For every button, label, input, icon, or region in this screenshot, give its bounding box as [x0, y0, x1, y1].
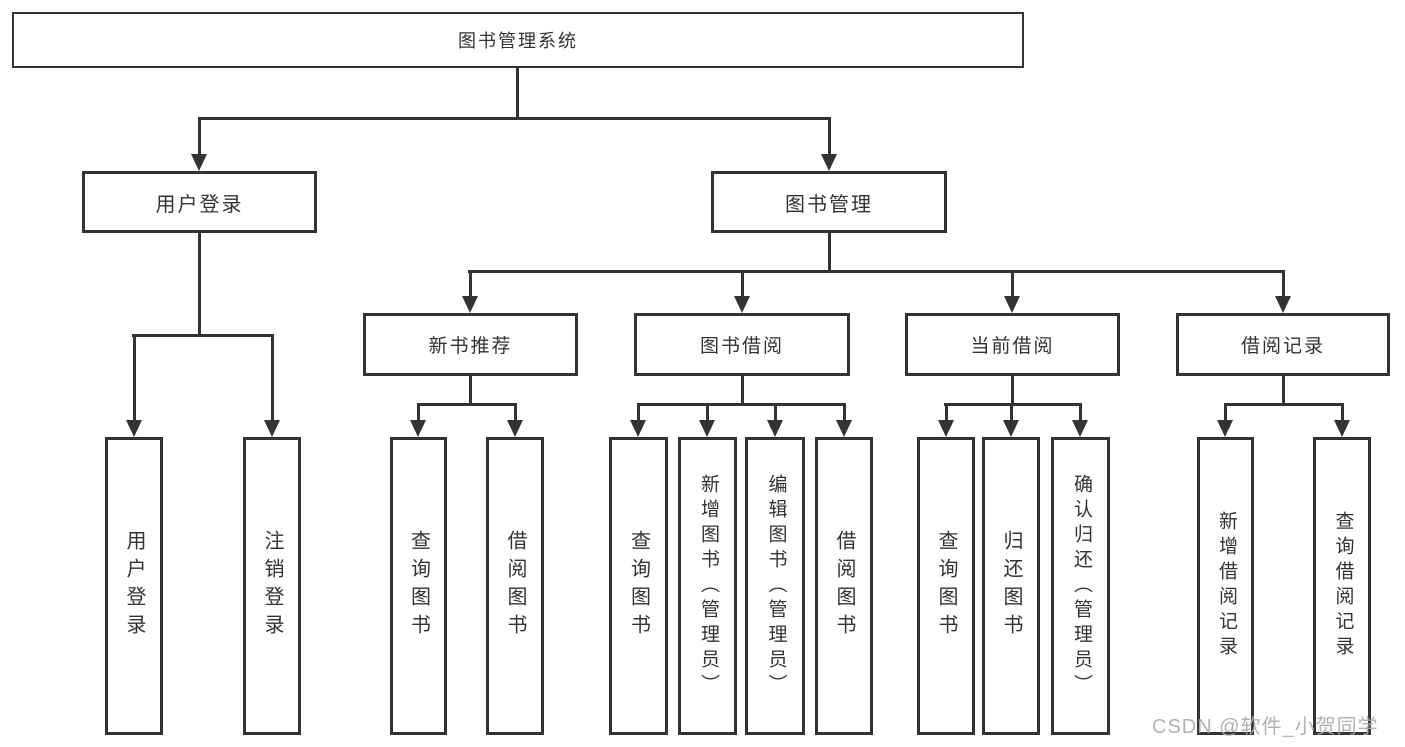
connector-cb-leaf2: [1009, 403, 1013, 424]
leaf-query-borrow-record: 查询借阅记录: [1313, 437, 1371, 735]
arrowhead-cb-leaf2: [1003, 420, 1019, 437]
connector-current-borrow-horizontal: [944, 403, 1081, 406]
arrowhead-nb-leaf1: [410, 420, 426, 437]
leaf-add-books-admin: 新增图书（管理员）: [678, 437, 737, 735]
node-new-book-recommendation: 新书推荐: [363, 313, 578, 376]
connector-to-book-borrow: [740, 270, 744, 300]
connector-level3-horizontal: [468, 270, 1285, 273]
arrowhead-new-book: [462, 296, 478, 313]
arrowhead-cb-leaf1: [938, 420, 954, 437]
connector-new-book-horizontal: [417, 403, 517, 406]
connector-nb-leaf1: [417, 403, 420, 424]
leaf-add-borrow-record: 新增借阅记录: [1197, 437, 1254, 735]
connector-bb-leaf3: [773, 403, 777, 424]
connector-to-book-management: [827, 117, 831, 159]
connector-cb-leaf1: [944, 403, 948, 424]
arrowhead-nb-leaf2: [507, 420, 523, 437]
node-book-borrowing: 图书借阅: [634, 313, 850, 376]
connector-bb-leaf1: [637, 403, 640, 424]
leaf-edit-books-admin: 编辑图书（管理员）: [745, 437, 805, 735]
connector-br-leaf1: [1224, 403, 1227, 424]
connector-user-login-horizontal: [132, 334, 274, 337]
connector-bb-leaf2: [706, 403, 709, 424]
arrowhead-login-leaf: [126, 420, 142, 437]
node-library-management-system: 图书管理系统: [12, 12, 1024, 68]
connector-book-borrow-stub: [740, 376, 744, 405]
arrowhead-book-management: [821, 154, 837, 171]
arrowhead-user-login: [191, 154, 207, 171]
arrowhead-bb-leaf4: [836, 420, 852, 437]
connector-current-borrow-stub: [1010, 376, 1014, 405]
csdn-watermark: CSDN @软件_小贺同学: [1152, 716, 1379, 738]
arrowhead-bb-leaf2: [699, 420, 715, 437]
connector-book-management-stub: [827, 233, 831, 273]
arrowhead-current-borrow: [1004, 296, 1020, 313]
node-book-management: 图书管理: [711, 171, 947, 233]
connector-user-login-stub: [197, 233, 201, 336]
arrowhead-br-leaf2: [1334, 420, 1350, 437]
connector-book-borrow-horizontal: [637, 403, 846, 406]
leaf-return-books: 归还图书: [982, 437, 1040, 735]
leaf-borrow-books: 借阅图书: [815, 437, 873, 735]
arrowhead-br-leaf1: [1217, 420, 1233, 437]
connector-to-user-login: [197, 117, 201, 159]
node-current-borrowing: 当前借阅: [905, 313, 1120, 376]
connector-to-new-book: [468, 270, 472, 300]
arrowhead-cb-leaf3: [1072, 420, 1088, 437]
connector-to-logout-leaf: [270, 334, 274, 424]
node-borrowing-records: 借阅记录: [1176, 313, 1390, 376]
leaf-query-books-recommend: 查询图书: [390, 437, 447, 735]
leaf-query-books-current: 查询图书: [917, 437, 975, 735]
connector-bb-leaf4: [842, 403, 846, 424]
leaf-confirm-return-admin: 确认归还（管理员）: [1051, 437, 1110, 735]
connector-root-stub: [515, 68, 519, 119]
connector-nb-leaf2: [513, 403, 517, 424]
connector-borrow-records-horizontal: [1224, 403, 1344, 406]
node-user-login: 用户登录: [82, 171, 317, 233]
leaf-borrow-books-recommend: 借阅图书: [486, 437, 544, 735]
connector-cb-leaf3: [1078, 403, 1082, 424]
connector-level1-horizontal: [198, 117, 831, 120]
arrowhead-bb-leaf3: [767, 420, 783, 437]
connector-to-current-borrow: [1010, 270, 1014, 300]
connector-to-login-leaf: [132, 334, 136, 424]
leaf-query-books-borrow: 查询图书: [609, 437, 668, 735]
connector-br-leaf2: [1340, 403, 1344, 424]
leaf-logout: 注销登录: [243, 437, 301, 735]
leaf-user-login: 用户登录: [105, 437, 163, 735]
connector-to-borrow-records: [1281, 270, 1285, 300]
arrowhead-bb-leaf1: [630, 420, 646, 437]
connector-new-book-stub: [468, 376, 472, 405]
connector-borrow-records-stub: [1281, 376, 1285, 405]
arrowhead-book-borrow: [734, 296, 750, 313]
arrowhead-borrow-records: [1275, 296, 1291, 313]
arrowhead-logout-leaf: [264, 420, 280, 437]
